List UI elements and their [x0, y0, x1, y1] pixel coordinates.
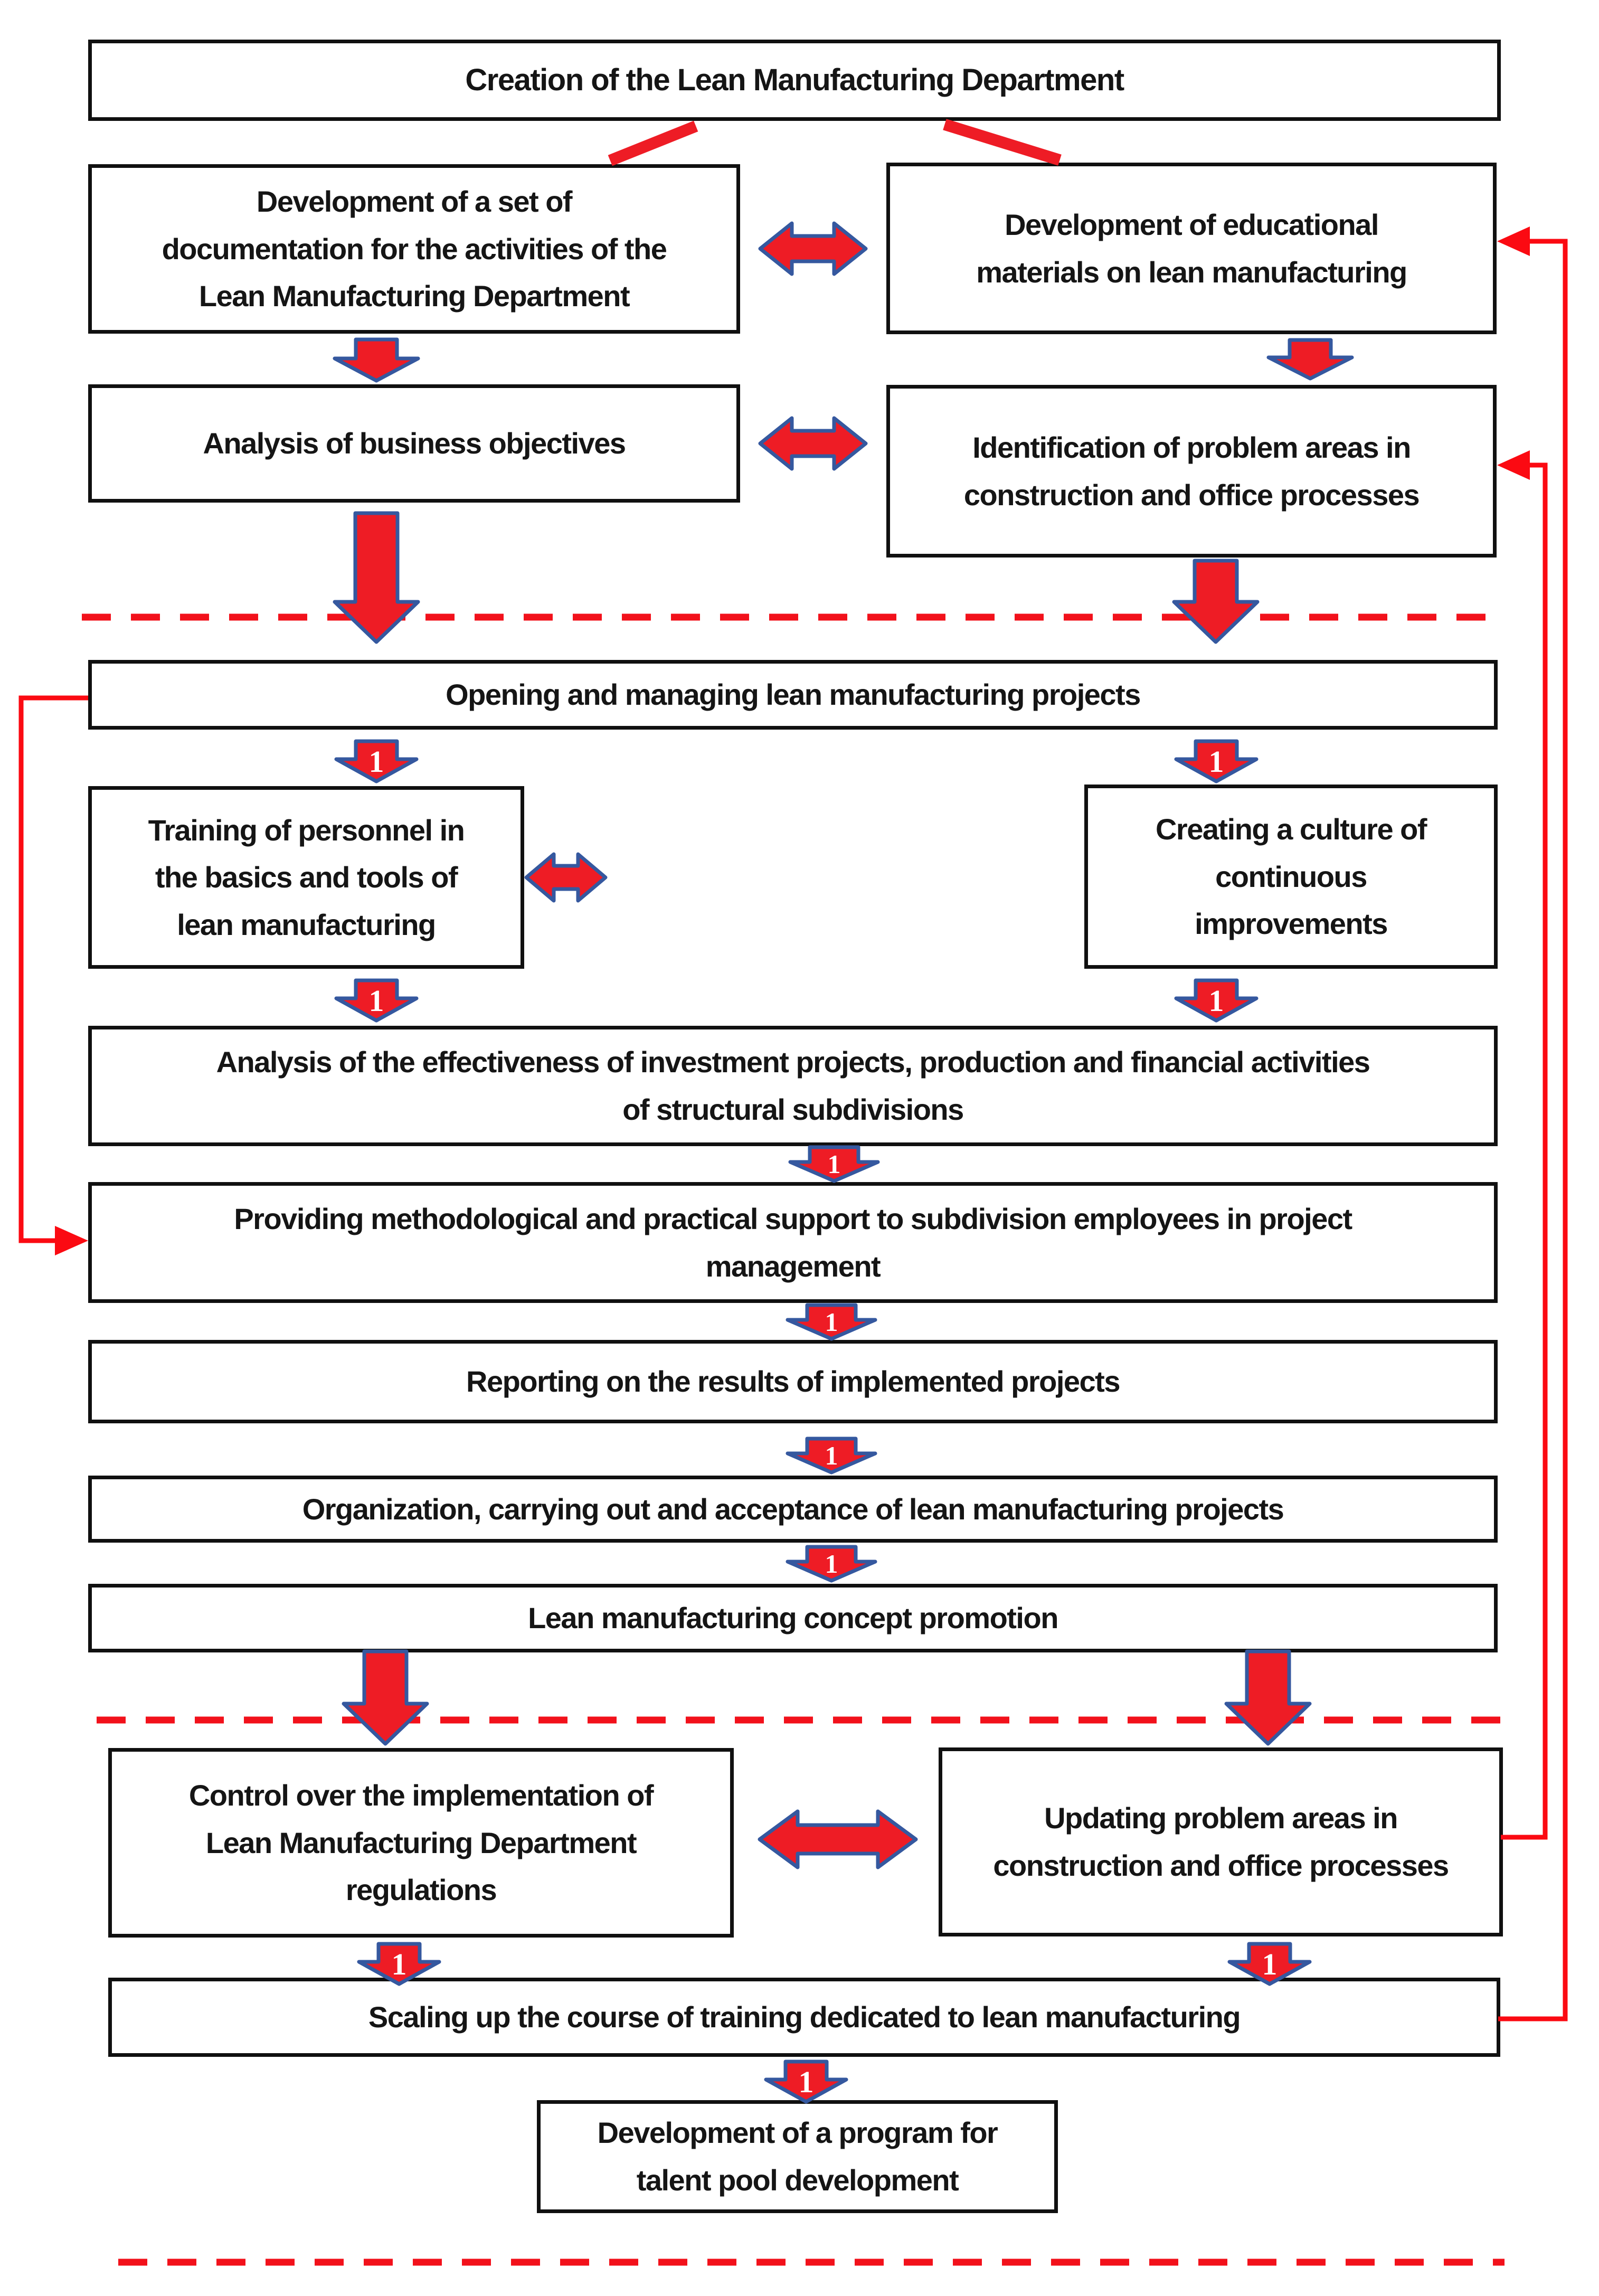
- double-arrow-control-updating-icon: [758, 1809, 918, 1869]
- step-label: 1: [825, 1549, 838, 1579]
- double-arrow-training-culture-icon: [524, 852, 608, 903]
- step-label: 1: [828, 1149, 841, 1179]
- node-lean-promotion: Lean manufacturing concept promotion: [88, 1584, 1498, 1652]
- step1-arrow-opening-to-training: 1: [334, 739, 419, 783]
- step1-arrow-culture-to-effectiveness: 1: [1174, 978, 1259, 1023]
- step-label: 1: [799, 2065, 814, 2099]
- feedback-line-outer-right: [1498, 239, 1568, 2021]
- node-updating-problem: Updating problem areas in construction a…: [939, 1747, 1503, 1936]
- step1-arrow-organization-to-promotion: 1: [786, 1545, 877, 1583]
- step-label: 1: [825, 1307, 838, 1337]
- step-label: 1: [369, 744, 384, 779]
- node-dev-educational: Development of educational materials on …: [886, 163, 1497, 334]
- node-analysis-business: Analysis of business objectives: [88, 384, 740, 503]
- step1-arrow-training-to-effectiveness: 1: [334, 978, 419, 1023]
- step-label: 1: [369, 984, 384, 1018]
- down-arrow-doc-to-analysis-icon: [333, 337, 420, 383]
- feedback-arrowhead-left-icon: [55, 1226, 88, 1255]
- node-dev-documentation: Development of a set of documentation fo…: [88, 164, 740, 334]
- node-analysis-effectiveness: Analysis of the effectiveness of investm…: [88, 1026, 1498, 1146]
- node-providing-support: Providing methodological and practical s…: [88, 1182, 1498, 1303]
- double-arrow-row3-icon: [758, 416, 868, 471]
- step1-arrow-reporting-to-organization: 1: [786, 1437, 877, 1475]
- node-creating-culture: Creating a culture of continuous improve…: [1084, 785, 1498, 969]
- branch-slash-right-icon: [943, 119, 1062, 166]
- step-label: 1: [1209, 744, 1224, 779]
- node-creation-department: Creation of the Lean Manufacturing Depar…: [88, 40, 1501, 121]
- step-label: 1: [1262, 1947, 1278, 1981]
- node-training-personnel: Training of personnel in the basics and …: [88, 786, 524, 969]
- node-organization-acceptance: Organization, carrying out and acceptanc…: [88, 1476, 1498, 1543]
- step-label: 1: [392, 1947, 407, 1981]
- double-arrow-row2-icon: [758, 221, 868, 276]
- step-label: 1: [1209, 984, 1224, 1018]
- feedback-line-left: [18, 695, 88, 1243]
- node-control-implementation: Control over the implementation of Lean …: [108, 1748, 734, 1938]
- big-down-arrow-left-top-icon: [333, 511, 420, 644]
- step1-arrow-providing-to-reporting: 1: [786, 1303, 877, 1341]
- feedback-arrowhead-inner-right-icon: [1497, 450, 1530, 480]
- big-down-arrow-right-top-icon: [1172, 559, 1260, 644]
- node-identification-problem: Identification of problem areas in const…: [886, 385, 1497, 558]
- node-scaling-training: Scaling up the course of training dedica…: [108, 1978, 1500, 2057]
- big-down-arrow-left-bottom-icon: [342, 1649, 429, 1746]
- node-talent-program: Development of a program for talent pool…: [537, 2100, 1058, 2213]
- feedback-arrowhead-outer-right-icon: [1497, 226, 1530, 256]
- big-down-arrow-right-bottom-icon: [1224, 1649, 1312, 1746]
- node-reporting-results: Reporting on the results of implemented …: [88, 1340, 1498, 1423]
- down-arrow-edu-to-identification-icon: [1266, 338, 1354, 381]
- step1-arrow-scaling-to-talent: 1: [764, 2059, 848, 2104]
- feedback-line-inner-right: [1501, 462, 1548, 1840]
- step1-arrow-effectiveness-to-providing: 1: [788, 1145, 880, 1183]
- branch-slash-left-icon: [608, 120, 698, 166]
- step-label: 1: [825, 1441, 838, 1470]
- node-opening-managing: Opening and managing lean manufacturing …: [88, 660, 1498, 730]
- step1-arrow-opening-to-culture: 1: [1174, 739, 1259, 783]
